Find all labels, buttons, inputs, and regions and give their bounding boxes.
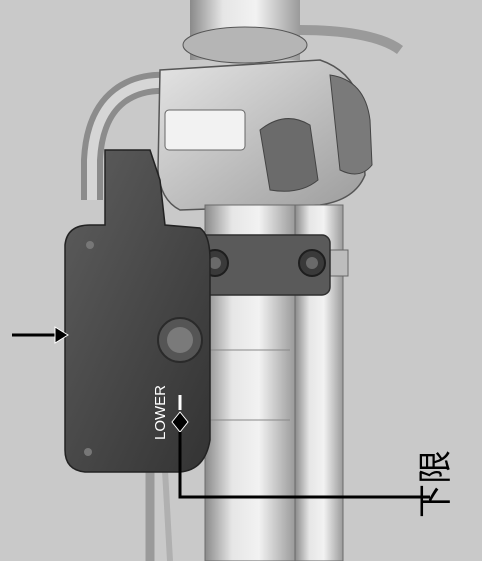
head-window <box>164 109 246 151</box>
lower-limit-callout: 下限 <box>416 450 456 518</box>
left-arrowhead-icon <box>54 326 69 344</box>
lower-marking: LOWER <box>152 385 169 440</box>
lower-leader-line <box>178 432 430 499</box>
housing-screw-top <box>86 241 94 249</box>
top-cable <box>299 25 403 55</box>
housing-screw-bottom <box>84 448 92 456</box>
lower-cable-2 <box>162 469 173 561</box>
